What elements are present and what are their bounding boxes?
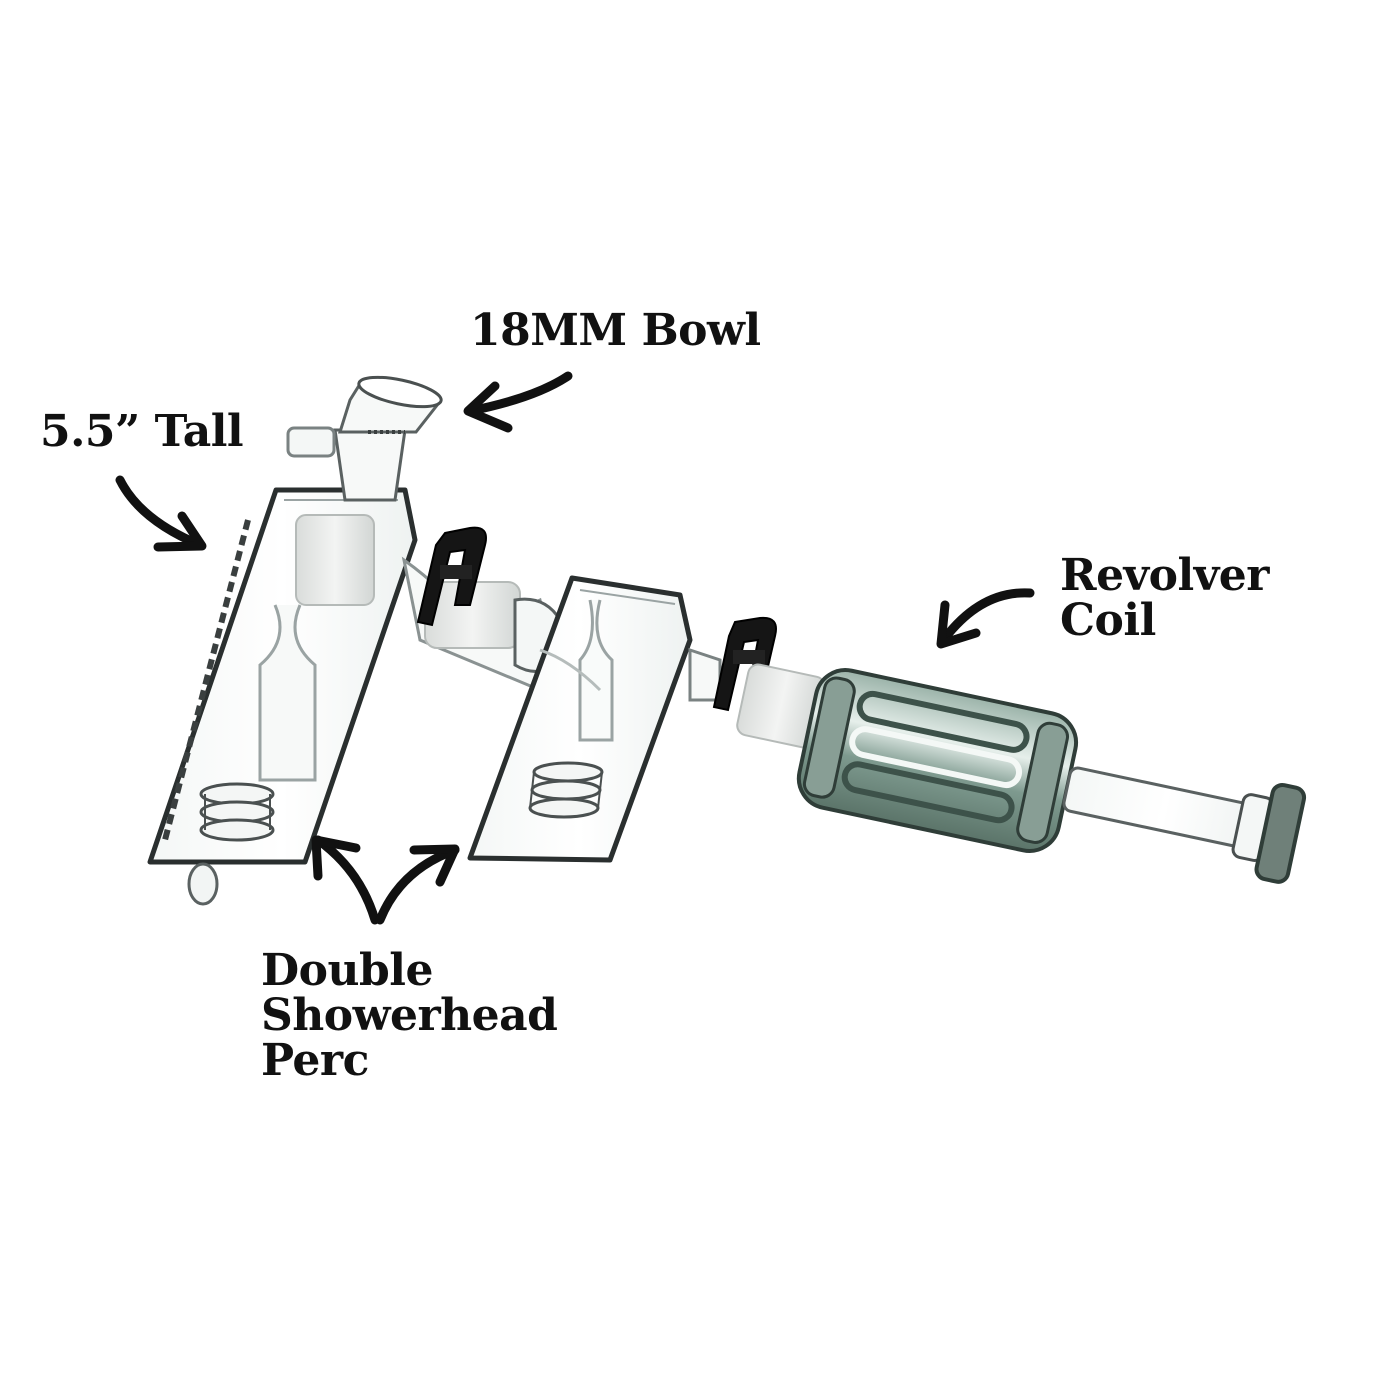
coil-label-line-1: Revolver xyxy=(1060,550,1269,601)
arrows xyxy=(115,371,1035,925)
revolver-coil xyxy=(796,668,1307,884)
bowl-stem xyxy=(333,428,407,502)
arrow-height-icon xyxy=(115,475,207,552)
bowl-piece xyxy=(286,375,443,502)
left-frosted-joint xyxy=(295,514,375,606)
right-showerhead-perc xyxy=(528,761,604,819)
left-chamber-foot xyxy=(187,862,219,906)
mouthpiece-cap xyxy=(1254,782,1307,884)
bowl-handle xyxy=(286,426,336,458)
arrow-perc-icon xyxy=(311,835,460,925)
bowl-label: 18MM Bowl xyxy=(470,305,761,356)
left-showerhead-perc xyxy=(199,782,275,842)
coil-label: Revolver Coil xyxy=(1060,553,1269,643)
right-chamber xyxy=(467,575,722,863)
perc-label-line-1: Double xyxy=(261,945,433,996)
arrow-bowl-icon xyxy=(463,371,573,433)
perc-label-line-2: Showerhead xyxy=(261,990,558,1041)
perc-label-line-3: Perc xyxy=(261,1035,369,1086)
keck-clip-1[interactable] xyxy=(416,526,487,627)
coil-tubes xyxy=(841,690,1030,824)
perc-label: Double Showerhead Perc xyxy=(261,945,558,1086)
height-label: 5.5” Tall xyxy=(40,406,244,457)
coil-label-line-2: Coil xyxy=(1060,595,1156,646)
arrow-coil-icon xyxy=(936,588,1035,649)
left-chamber xyxy=(147,487,418,906)
